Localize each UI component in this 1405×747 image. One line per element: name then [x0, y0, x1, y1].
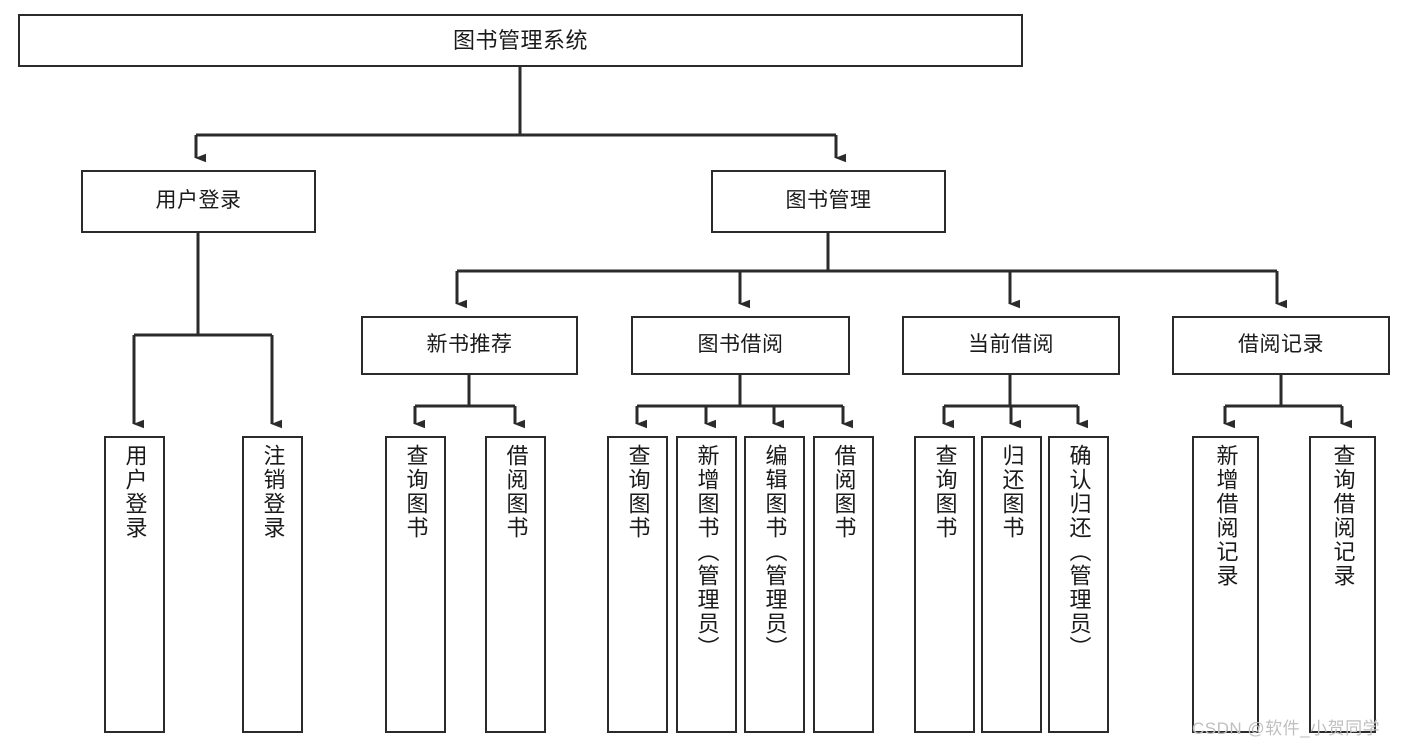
node-borrow-record[interactable]: 借阅记录: [1172, 316, 1390, 375]
node-book-manage-label: 图书管理: [785, 189, 872, 213]
leaf-add-record[interactable]: 新增借阅记录: [1192, 436, 1259, 733]
node-user-login[interactable]: 用户登录: [81, 170, 316, 233]
leaf-borrow-book-2[interactable]: 借阅图书: [813, 436, 874, 733]
leaf-confirm-return-label: 确认归还（管理员）: [1066, 444, 1092, 660]
node-new-book-rec-label: 新书推荐: [426, 333, 513, 357]
leaf-return-book[interactable]: 归还图书: [981, 436, 1042, 733]
leaf-query-book-3-label: 查询图书: [932, 444, 958, 540]
leaf-user-login[interactable]: 用户登录: [104, 436, 165, 733]
node-book-borrow-label: 图书借阅: [697, 333, 784, 357]
node-root[interactable]: 图书管理系统: [18, 14, 1023, 67]
node-borrow-record-label: 借阅记录: [1238, 333, 1324, 357]
leaf-add-book[interactable]: 新增图书（管理员）: [676, 436, 737, 733]
leaf-user-login-label: 用户登录: [122, 444, 148, 540]
leaf-query-book-3[interactable]: 查询图书: [914, 436, 975, 733]
csdn-watermark: CSDN @软件_小贺同学: [1192, 719, 1381, 738]
leaf-return-book-label: 归还图书: [999, 444, 1025, 540]
leaf-user-logout-label: 注销登录: [260, 444, 286, 540]
node-book-borrow[interactable]: 图书借阅: [631, 316, 850, 375]
leaf-borrow-book-1-label: 借阅图书: [503, 444, 529, 540]
leaf-edit-book-label: 编辑图书（管理员）: [762, 444, 788, 660]
leaf-borrow-book-1[interactable]: 借阅图书: [485, 436, 546, 733]
node-current-borrow[interactable]: 当前借阅: [902, 316, 1120, 375]
leaf-add-record-label: 新增借阅记录: [1213, 444, 1239, 588]
node-root-label: 图书管理系统: [452, 27, 588, 53]
node-current-borrow-label: 当前借阅: [968, 333, 1054, 357]
leaf-add-book-label: 新增图书（管理员）: [694, 444, 720, 660]
leaf-query-book-2-label: 查询图书: [625, 444, 651, 540]
leaf-borrow-book-2-label: 借阅图书: [831, 444, 857, 540]
leaf-query-record[interactable]: 查询借阅记录: [1309, 436, 1376, 733]
leaf-query-book-2[interactable]: 查询图书: [607, 436, 668, 733]
node-book-manage[interactable]: 图书管理: [711, 170, 946, 233]
leaf-user-logout[interactable]: 注销登录: [242, 436, 303, 733]
node-user-login-label: 用户登录: [155, 189, 242, 213]
leaf-query-book-1-label: 查询图书: [403, 444, 429, 540]
leaf-query-record-label: 查询借阅记录: [1330, 444, 1356, 588]
leaf-edit-book[interactable]: 编辑图书（管理员）: [744, 436, 805, 733]
node-new-book-rec[interactable]: 新书推荐: [361, 316, 578, 375]
leaf-confirm-return[interactable]: 确认归还（管理员）: [1048, 436, 1109, 733]
leaf-query-book-1[interactable]: 查询图书: [385, 436, 446, 733]
